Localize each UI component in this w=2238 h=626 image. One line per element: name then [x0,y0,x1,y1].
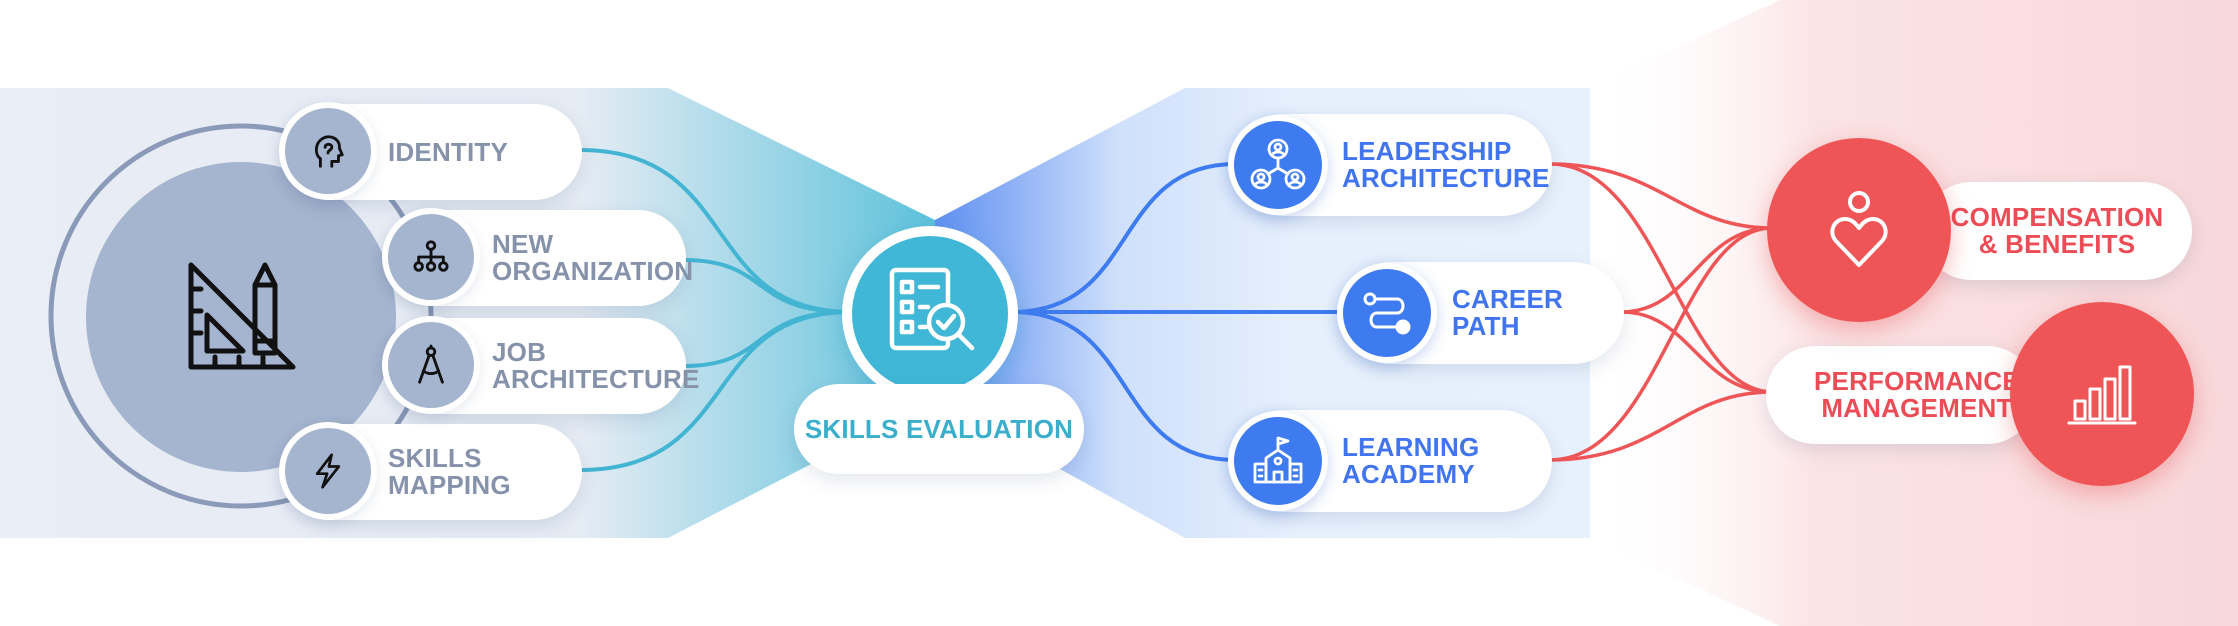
team-network-icon [1250,137,1306,193]
career-path-icon-circle [1337,263,1437,363]
node-identity-label: IDENTITY [388,136,509,167]
connector-skills-mapping [578,310,850,472]
connector-leadership [1010,162,1238,314]
connector-new-organization [682,258,850,314]
lightning-bolt-icon [310,452,346,490]
node-skills-mapping-label: SKILLS MAPPING [388,443,511,500]
connector-learning-performance [1548,390,1774,462]
head-profile-icon [309,132,347,170]
route-path-icon [1361,287,1413,339]
person-heart-icon [1828,191,1890,269]
node-performance-management[interactable]: PERFORMANCE MANAGEMENT [1766,346,2036,444]
org-chart-icon [412,238,450,276]
connector-leadership-compensation [1548,162,1774,230]
node-compensation-benefits[interactable]: COMPENSATION & BENEFITS [1922,182,2192,280]
connector-learning-compensation [1548,226,1774,462]
school-building-icon [1251,434,1305,488]
learning-academy-icon-circle [1228,411,1328,511]
connector-career-compensation [1620,226,1774,314]
skills-evaluation-label: SKILLS EVALUATION [804,413,1074,444]
node-career-path-label: CAREER PATH [1452,284,1563,341]
node-learning-academy-label: LEARNING ACADEMY [1342,432,1480,489]
skills-evaluation-hub[interactable] [842,226,1018,402]
left-hub [86,162,396,472]
node-job-architecture-label: JOB ARCHITECTURE [492,337,700,394]
job-architecture-icon-circle [382,316,480,414]
leadership-icon-circle [1228,115,1328,215]
identity-icon-circle [279,102,377,200]
connector-leadership-performance [1548,162,1774,394]
compass-icon [412,344,450,386]
skills-mapping-icon-circle [279,422,377,520]
compensation-icon-circle [1767,138,1951,322]
node-performance-management-label: PERFORMANCE MANAGEMENT [1814,366,2020,423]
ruler-pencil-icon [181,255,301,380]
node-new-organization-label: NEW ORGANIZATION [492,229,694,286]
checklist-magnifier-icon [880,262,980,367]
connector-career-performance [1620,310,1774,394]
node-compensation-benefits-label: COMPENSATION & BENEFITS [1950,202,2164,259]
skills-evaluation-label-pill: SKILLS EVALUATION [794,384,1084,474]
new-organization-icon-circle [382,208,480,306]
performance-icon-circle [2010,302,2194,486]
node-leadership-architecture-label: LEADERSHIP ARCHITECTURE [1342,136,1550,193]
bar-chart-icon [2067,361,2137,427]
connector-learning [1010,310,1238,462]
